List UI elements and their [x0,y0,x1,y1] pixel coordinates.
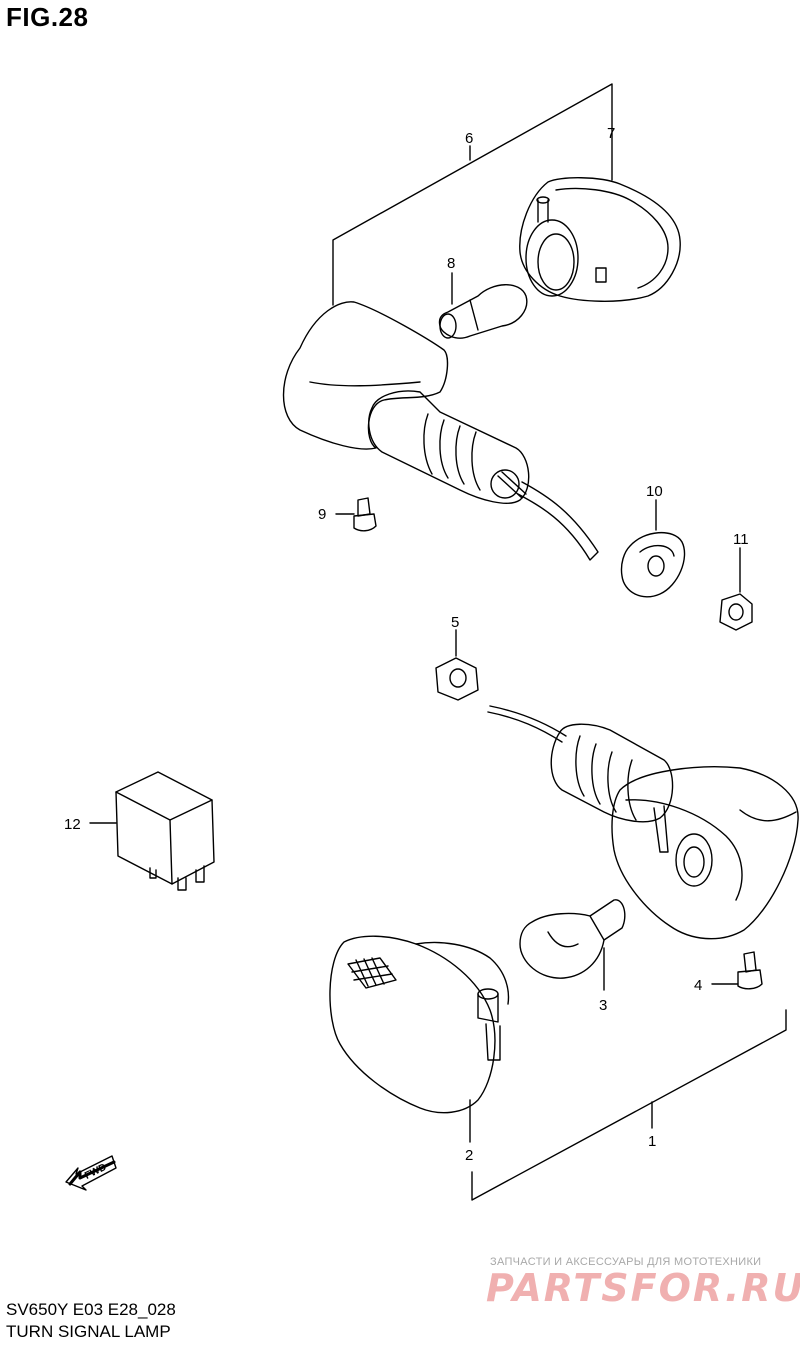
callout-11: 11 [733,531,749,548]
watermark-tagline: ЗАПЧАСТИ И АКСЕССУАРЫ ДЛЯ МОТОТЕХНИКИ [490,1256,762,1268]
watermark-logo: PARTSFOR.RU [486,1266,800,1310]
callout-4: 4 [694,977,702,994]
part-12-relay [89,771,215,891]
part-5-nut [435,629,479,701]
callout-3: 3 [599,997,607,1014]
part-2-lens [329,935,510,1143]
bracket-lower [471,1009,787,1201]
callout-7: 7 [607,125,615,142]
part-4-screw [711,951,763,990]
part-6-body [282,301,599,561]
callout-1: 1 [648,1133,656,1150]
part-11-nut [719,547,753,631]
callout-2: 2 [465,1147,473,1164]
callout-5: 5 [451,614,459,631]
part-7-lens [519,177,681,302]
part-3-bulb [519,899,626,991]
figure-caption: TURN SIGNAL LAMP [6,1322,171,1341]
callout-9: 9 [318,506,326,523]
part-10-grommet [620,499,686,598]
callout-10: 10 [646,483,663,500]
part-8-bulb [438,272,528,339]
callout-12: 12 [64,816,81,833]
forward-arrow-icon [65,1155,117,1191]
part-9-screw [335,497,377,532]
bracket-upper [332,83,613,306]
callout-6: 6 [465,130,473,147]
figure-title: FIG.28 [6,2,89,32]
figure-code: SV650Y E03 E28_028 [6,1300,176,1319]
callout-8: 8 [447,255,455,272]
part-1-body [487,705,799,940]
